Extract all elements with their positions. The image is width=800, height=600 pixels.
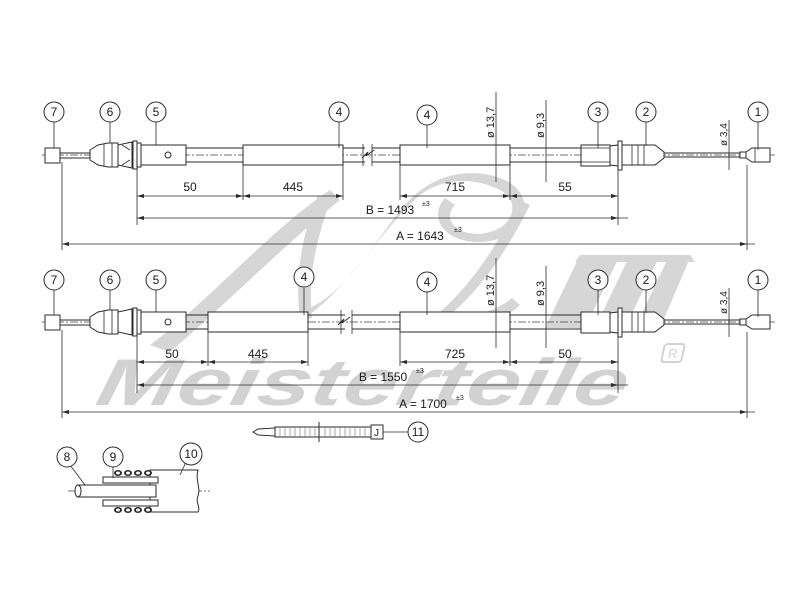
callout-6: 6: [99, 101, 121, 123]
diameter-outer: ø 13,7: [485, 107, 497, 138]
svg-text:5: 5: [153, 273, 160, 287]
cable-variant-1: 7 6 5 4 4 3 2 1 ø 13,7 ø 9,3 ø 3,4 50: [42, 92, 775, 250]
dim-715: 715: [445, 180, 465, 194]
callout-8: 8: [56, 446, 78, 468]
svg-text:6: 6: [107, 273, 114, 287]
diameter-inner: ø 9,3: [535, 281, 547, 306]
svg-text:4: 4: [424, 108, 431, 122]
dim-A-tolerance: ±3: [456, 395, 464, 402]
callout-5: 5: [145, 101, 167, 123]
callout-11: 11: [407, 421, 429, 443]
dim-50: 50: [165, 347, 179, 361]
dim-B-tolerance: ±3: [422, 201, 430, 208]
svg-text:2: 2: [643, 105, 650, 119]
callout-7: 7: [43, 101, 65, 123]
callout-2: 2: [635, 101, 657, 123]
cable-variant-2: 7 6 5 4 4 3 2 1 ø 13,7 ø 9,3 ø 3,4 50 44…: [42, 258, 775, 418]
callout-4a: 4: [328, 101, 350, 123]
svg-text:4: 4: [301, 270, 308, 284]
callout-10: 10: [179, 442, 203, 466]
svg-text:4: 4: [424, 275, 431, 289]
dim-A: A = 1643: [396, 229, 444, 243]
diameter-wire: ø 3,4: [719, 291, 730, 314]
callout-5: 5: [145, 269, 167, 291]
svg-text:7: 7: [51, 105, 58, 119]
svg-text:3: 3: [595, 105, 602, 119]
diameter-wire: ø 3,4: [719, 123, 730, 146]
svg-text:5: 5: [153, 105, 160, 119]
svg-text:7: 7: [51, 273, 58, 287]
svg-text:8: 8: [64, 450, 71, 464]
watermark-text: Meisterteile: [91, 347, 637, 420]
diameter-inner: ø 9,3: [535, 113, 547, 138]
callout-4b: 4: [416, 271, 438, 293]
diameter-outer: ø 13,7: [485, 275, 497, 306]
svg-text:4: 4: [336, 105, 343, 119]
dim-50b: 50: [558, 347, 572, 361]
callout-9: 9: [102, 446, 124, 468]
svg-text:9: 9: [110, 450, 117, 464]
svg-text:6: 6: [107, 105, 114, 119]
svg-text:11: 11: [412, 425, 425, 439]
svg-text:2: 2: [643, 273, 650, 287]
svg-text:1: 1: [755, 273, 762, 287]
svg-text:10: 10: [184, 447, 198, 461]
callout-1: 1: [747, 269, 769, 291]
callout-1: 1: [747, 101, 769, 123]
callout-7: 7: [43, 269, 65, 291]
dim-445: 445: [248, 347, 268, 361]
registered-mark: R: [667, 346, 680, 361]
callout-4a: 4: [293, 266, 315, 288]
dim-50: 50: [183, 180, 197, 194]
callout-3: 3: [587, 269, 609, 291]
svg-text:3: 3: [595, 273, 602, 287]
dim-B: B = 1493: [366, 203, 415, 217]
callout-4b: 4: [416, 104, 438, 126]
dim-445: 445: [283, 180, 303, 194]
dim-B: B = 1550: [359, 370, 408, 384]
callout-2: 2: [635, 269, 657, 291]
cable-tie: J 11: [252, 421, 429, 443]
svg-text:J: J: [374, 428, 379, 439]
dim-A-tolerance: ±3: [454, 227, 462, 234]
callout-6: 6: [99, 269, 121, 291]
callout-3: 3: [587, 101, 609, 123]
dim-B-tolerance: ±3: [416, 368, 424, 375]
dim-725: 725: [445, 347, 465, 361]
cable-section-detail: 8 9 10: [56, 442, 210, 513]
dim-A: A = 1700: [399, 397, 447, 411]
dim-55: 55: [558, 180, 572, 194]
svg-text:1: 1: [755, 105, 762, 119]
